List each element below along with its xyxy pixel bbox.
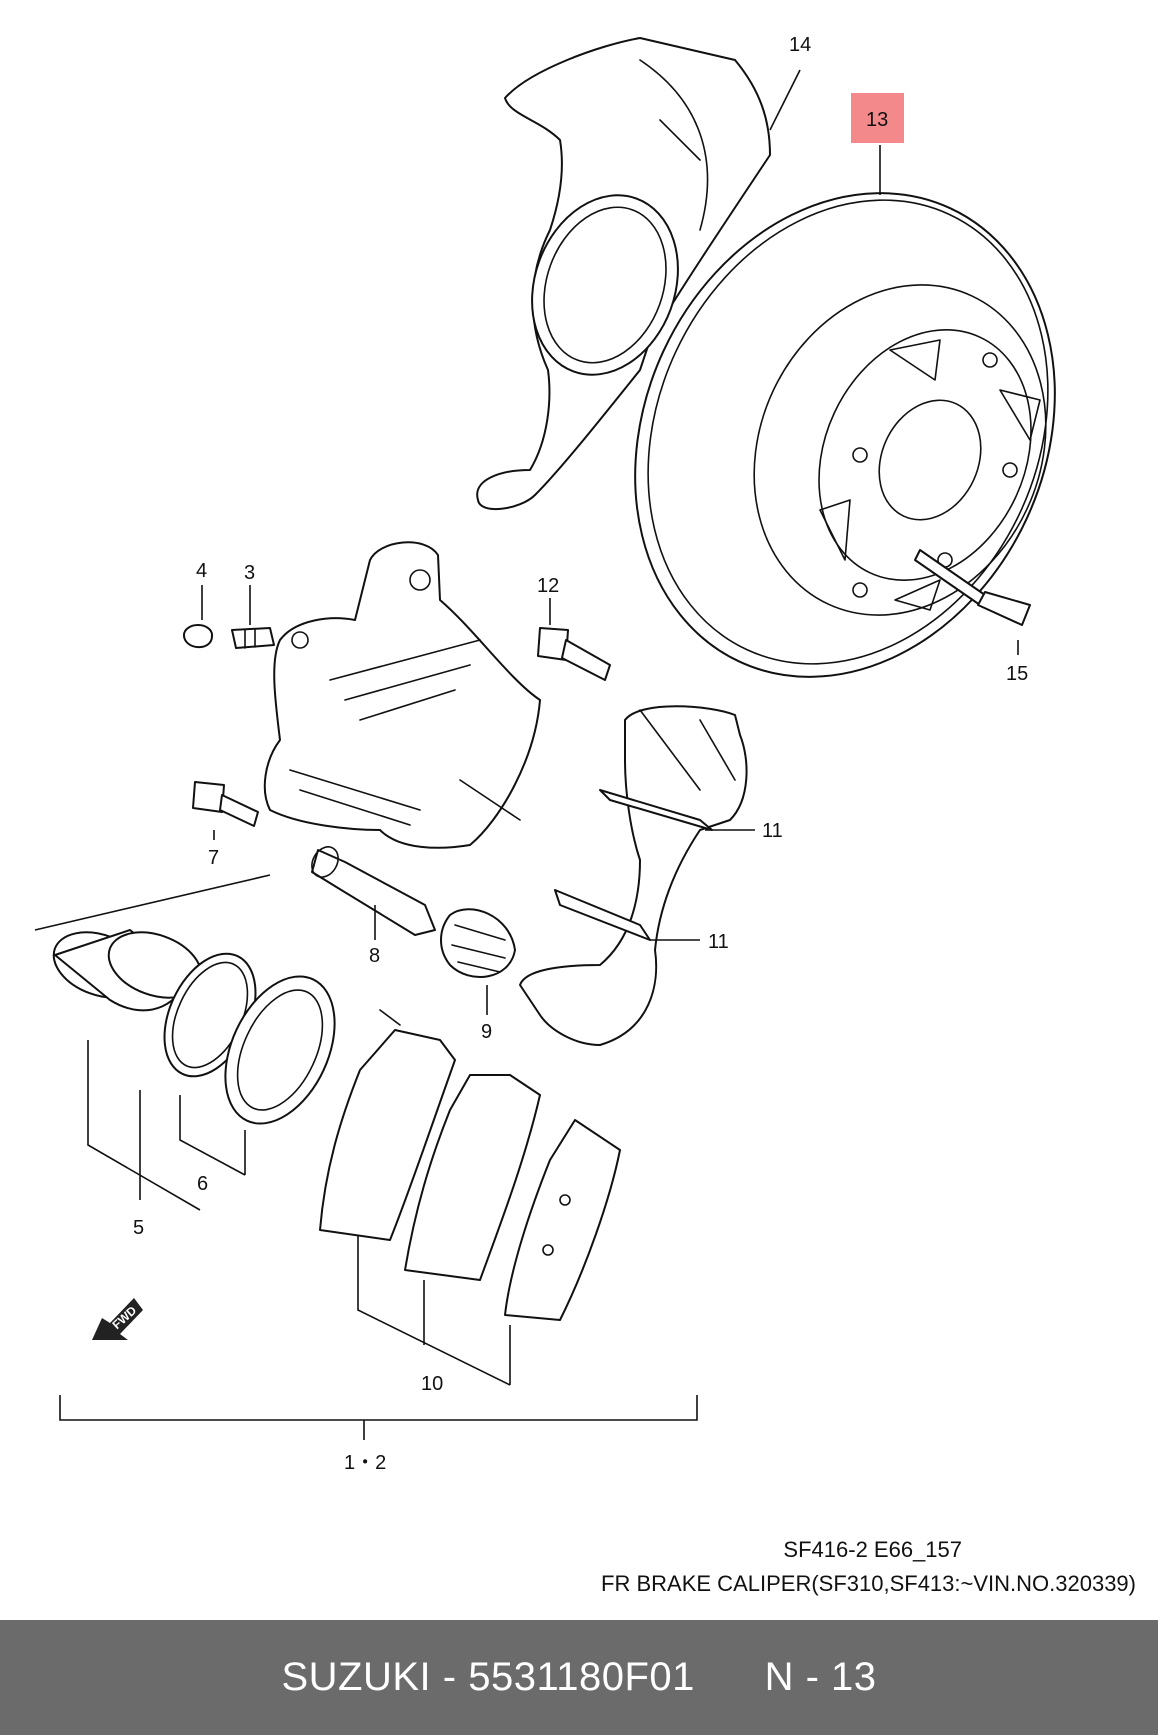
leader-lines — [34, 69, 1019, 1440]
guide-pin-part-8[interactable] — [307, 842, 436, 936]
callout-11-lower: 11 — [708, 931, 729, 953]
caliper-support-part-11[interactable] — [519, 705, 748, 1046]
callout-8: 8 — [369, 945, 380, 967]
footer-dash-separator: - — [431, 1655, 469, 1699]
callout-4: 4 — [196, 560, 207, 582]
footer-gap — [695, 1655, 765, 1700]
footer-brand: SUZUKI — [281, 1655, 432, 1699]
exploded-parts-diagram: FWD 14 13 4 3 12 15 11 7 8 11 9 6 5 10 1… — [34, 34, 1132, 1474]
brake-disc-part-13[interactable] — [558, 124, 1132, 746]
callout-3: 3 — [244, 562, 255, 584]
part-footer-bar: SUZUKI - 5531180F01 N - 13 — [0, 1620, 1158, 1735]
piston-part-5[interactable] — [45, 920, 211, 1012]
footer-position: N - 13 — [764, 1655, 877, 1699]
brake-pad-inner-part-10[interactable] — [319, 1009, 456, 1241]
callout-labels: 14 13 4 3 12 15 11 7 8 11 9 6 5 10 1・2 — [133, 34, 1028, 1474]
callout-5: 5 — [133, 1217, 144, 1239]
caliper-body[interactable] — [263, 541, 541, 849]
disc-screw-part-15[interactable] — [914, 549, 1031, 626]
callout-11-upper: 11 — [762, 820, 783, 842]
callout-15: 15 — [1006, 663, 1028, 685]
callout-1-2: 1・2 — [344, 1452, 386, 1474]
bleeder-cap-part-4[interactable] — [183, 624, 213, 649]
footer-part-number: 5531180F01 — [468, 1655, 695, 1699]
highlight-box-part-13 — [851, 93, 904, 143]
callout-14: 14 — [789, 34, 811, 56]
pad-shim-part-10[interactable] — [504, 1119, 621, 1321]
pin-boot-part-9[interactable] — [440, 908, 516, 978]
callout-7: 7 — [208, 847, 219, 869]
callout-12: 12 — [537, 575, 559, 597]
callout-9: 9 — [481, 1021, 492, 1043]
diagram-code: SF416-2 E66_157 — [783, 1537, 962, 1562]
diagram-title: FR BRAKE CALIPER(SF310,SF413:~VIN.NO.320… — [601, 1571, 1136, 1596]
bolt-part-12[interactable] — [537, 627, 611, 681]
bleeder-plug-part-3[interactable] — [231, 627, 275, 649]
bolt-part-7[interactable] — [192, 781, 259, 827]
callout-10: 10 — [421, 1373, 443, 1395]
brake-pad-outer-part-10[interactable] — [404, 1074, 541, 1281]
piston-boot-part-6[interactable] — [204, 959, 357, 1141]
dust-shield-part-14[interactable] — [476, 37, 771, 511]
callout-13: 13 — [866, 109, 888, 131]
forward-arrow-icon: FWD — [92, 1298, 143, 1340]
callout-6: 6 — [197, 1173, 208, 1195]
